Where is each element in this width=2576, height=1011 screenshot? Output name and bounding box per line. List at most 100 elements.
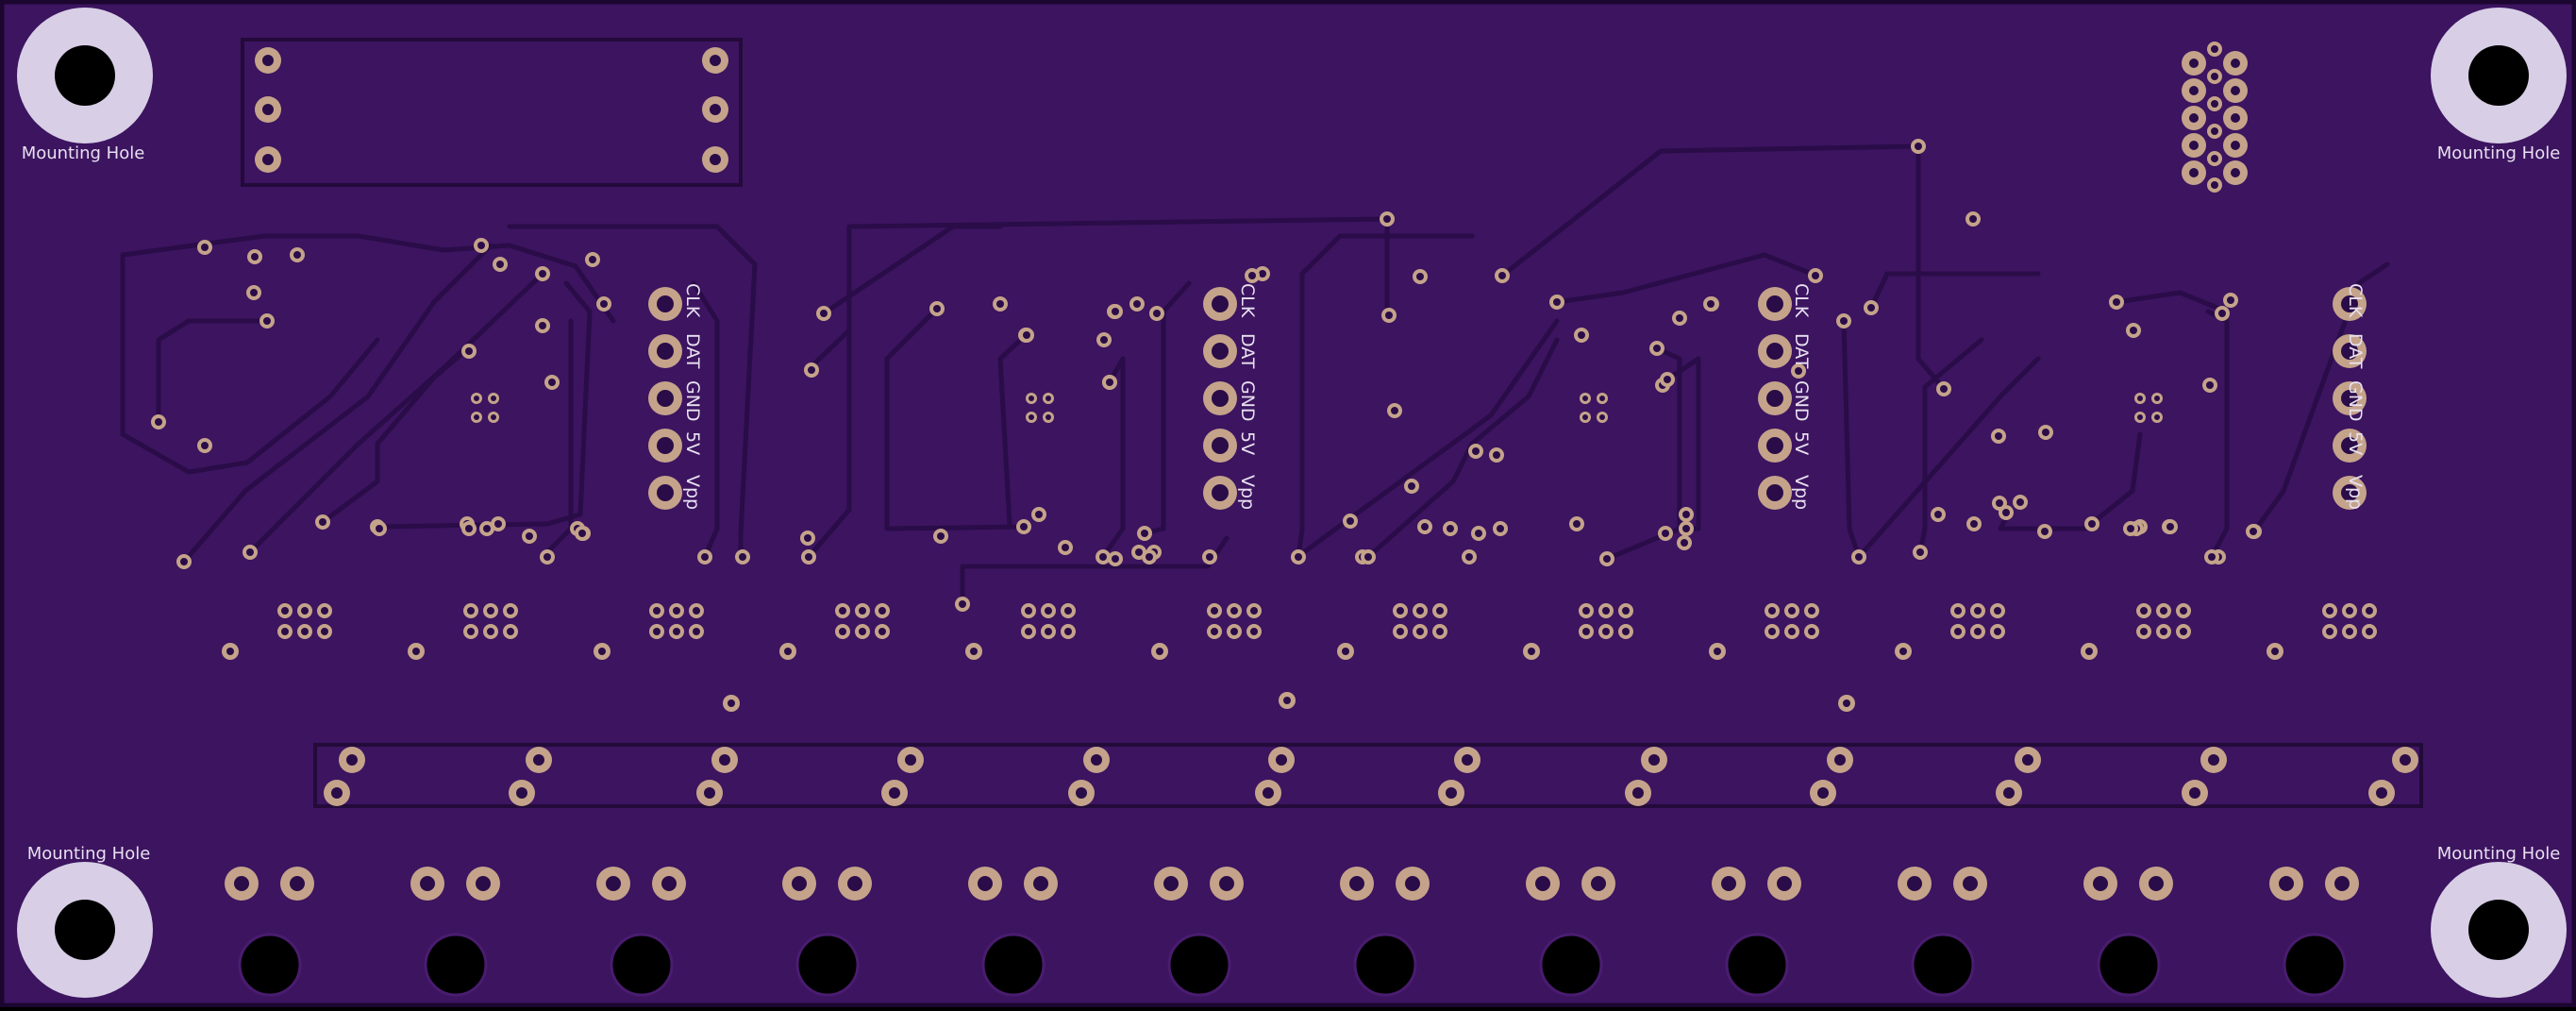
via: [1574, 328, 1589, 343]
via: [1043, 412, 1054, 423]
via: [290, 247, 305, 262]
smd-pad: [649, 624, 664, 639]
jack-hole: [1911, 933, 1975, 997]
via: [315, 514, 330, 530]
via: [1495, 268, 1510, 283]
via: [372, 521, 387, 536]
jack-pad: [1767, 867, 1801, 901]
copper-trace: [1917, 337, 1984, 555]
via: [1279, 692, 1296, 709]
prog-header-pad: [1758, 334, 1792, 368]
copper-trace: [806, 216, 1390, 560]
copper-trace: [1868, 271, 2041, 311]
jack-hole: [2283, 933, 2347, 997]
copper-trace: [181, 243, 493, 564]
via: [1936, 381, 1951, 396]
smd-pad: [463, 603, 478, 618]
jack-pad: [652, 867, 686, 901]
prog-header-pad: [1203, 476, 1237, 510]
via: [1549, 295, 1564, 310]
connector-outline-top: [241, 38, 743, 187]
copper-trace: [691, 280, 720, 560]
prog-header-pad: [1758, 429, 1792, 463]
header-label-gnd: GND: [682, 380, 703, 422]
header-label-clk: CLK: [1791, 283, 1812, 318]
smd-pad: [2362, 624, 2377, 639]
smd-pad: [1432, 603, 1447, 618]
via: [1129, 296, 1145, 312]
prog-header-pad: [1203, 381, 1237, 415]
via: [1142, 549, 1157, 564]
mounting-hole-label: Mounting Hole: [2437, 143, 2561, 163]
smd-pad: [1432, 624, 1447, 639]
prog-header-pad: [2333, 429, 2367, 463]
copper-trace: [1998, 431, 2143, 531]
prog-header-pad: [648, 334, 682, 368]
smd-pad: [1950, 603, 1965, 618]
prog-header-pad: [1203, 334, 1237, 368]
via: [1108, 551, 1123, 566]
smd-pad: [1990, 624, 2005, 639]
connector-pad: [711, 747, 738, 773]
smd-pad: [855, 624, 870, 639]
header-labels: CLK DAT GND 5V Vpp: [682, 283, 703, 510]
connector-pad: [1827, 747, 1853, 773]
smd-pad: [855, 603, 870, 618]
jack-hole: [981, 933, 1045, 997]
via: [2163, 519, 2178, 534]
connector-pad: [255, 47, 281, 74]
via: [2207, 151, 2222, 166]
via: [1679, 521, 1694, 536]
jack-hole: [1167, 933, 1231, 997]
jack-pad: [2325, 867, 2359, 901]
via: [735, 549, 750, 564]
connector-pad: [339, 747, 365, 773]
smd-pad: [1804, 624, 1819, 639]
via: [1443, 521, 1458, 536]
via: [247, 249, 262, 264]
via: [1895, 643, 1912, 660]
smd-pad: [483, 624, 498, 639]
smd-pad: [835, 624, 850, 639]
smd-pad: [1784, 624, 1799, 639]
smd-pad: [2322, 624, 2337, 639]
connector-pad: [2392, 747, 2418, 773]
mounting-hole-top-left: Mounting Hole: [17, 8, 153, 163]
smd-pad: [1207, 624, 1222, 639]
via: [2084, 516, 2099, 531]
smd-pad: [2136, 624, 2151, 639]
jack-pad: [280, 867, 314, 901]
via: [2151, 412, 2163, 423]
smd-pad: [2176, 603, 2191, 618]
jack-pad: [1898, 867, 1932, 901]
smd-pad: [1246, 624, 1262, 639]
jack-hole: [1539, 933, 1603, 997]
smd-pad: [669, 603, 684, 618]
jack-hole: [1725, 933, 1789, 997]
via: [1864, 300, 1879, 315]
jack-pad: [782, 867, 816, 901]
smd-pad: [317, 624, 332, 639]
prog-header-pad: [1203, 287, 1237, 321]
via: [461, 344, 477, 359]
via: [1137, 526, 1152, 541]
prog-header-pad: [2333, 381, 2367, 415]
via: [2267, 643, 2283, 660]
smd-pad: [649, 603, 664, 618]
connector-pad: [2200, 747, 2227, 773]
copper-trace: [120, 252, 380, 475]
via: [1343, 514, 1358, 529]
via: [1838, 695, 1855, 712]
header-pin: [2182, 106, 2206, 130]
smd-pad: [1207, 603, 1222, 618]
connector-pad: [1625, 780, 1651, 806]
copper-trace: [960, 535, 1229, 607]
copper-trace: [1841, 318, 1862, 560]
smd-pad: [1227, 603, 1242, 618]
copper-trace: [2114, 290, 2230, 314]
connector-outline-bottom: [313, 743, 2423, 808]
prog-header-pad: [1203, 429, 1237, 463]
via: [697, 549, 712, 564]
smd-pad: [1970, 603, 1985, 618]
